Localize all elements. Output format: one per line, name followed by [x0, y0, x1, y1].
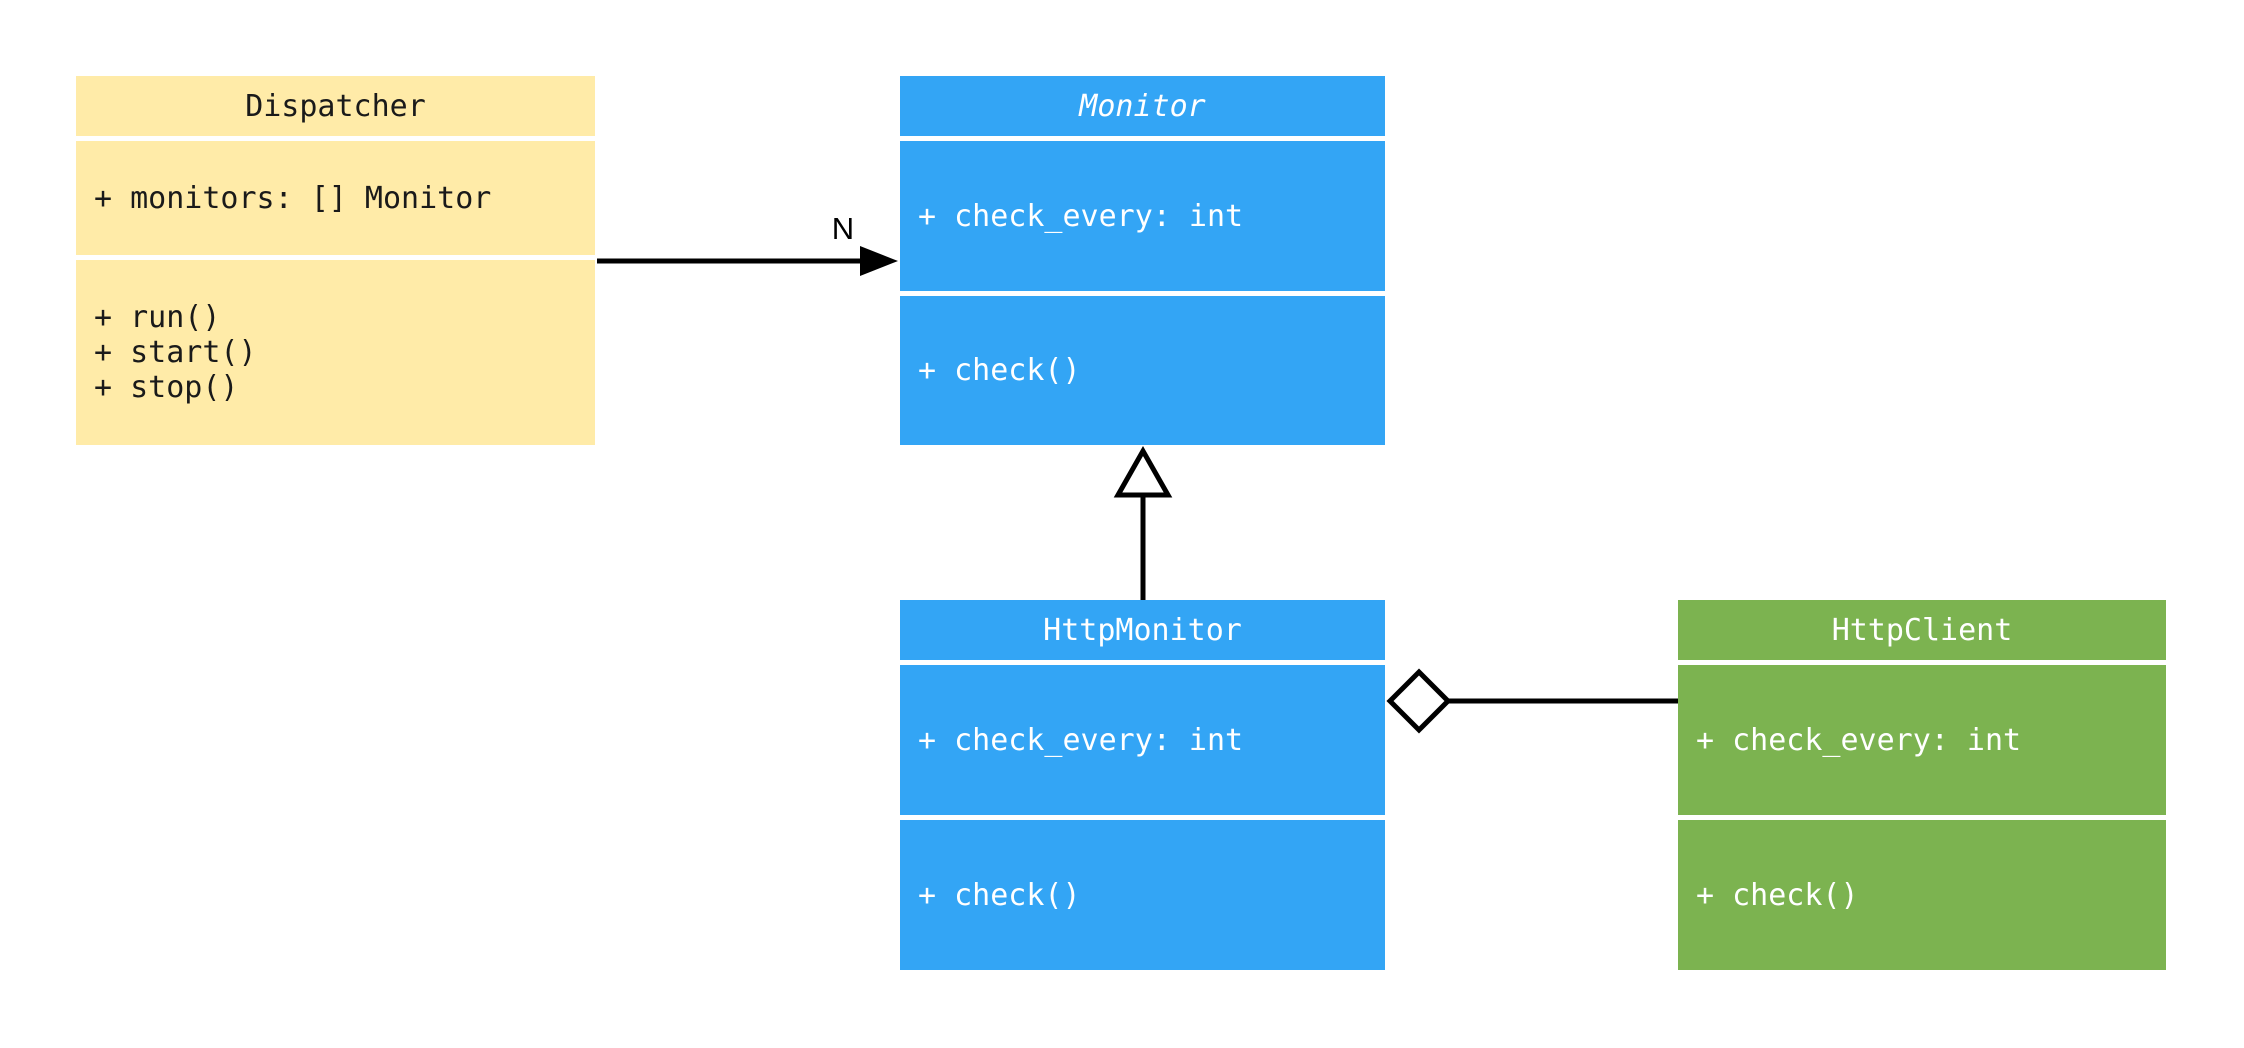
- class-title-http-client: HttpClient: [1678, 600, 2166, 660]
- methods-section-monitor: + check(): [900, 296, 1385, 445]
- multiplicity-label: N: [831, 211, 855, 246]
- method-line: + stop(): [94, 370, 239, 405]
- method-line: + check(): [1696, 877, 1859, 913]
- attributes-section-http-client: + check_every: int: [1678, 665, 2166, 815]
- method-line: + check(): [918, 877, 1081, 913]
- method-line: + run(): [94, 300, 221, 335]
- attribute-line: + check_every: int: [918, 198, 1244, 234]
- methods-section-dispatcher: + run() + start() + stop(): [76, 260, 595, 445]
- class-box-dispatcher: Dispatcher + monitors: [] Monitor + run(…: [76, 76, 595, 445]
- association-arrowhead: [860, 246, 898, 276]
- attributes-section-http-monitor: + check_every: int: [900, 665, 1385, 815]
- aggregation-diamond: [1386, 668, 1452, 734]
- attribute-line: + check_every: int: [1696, 722, 2022, 758]
- class-box-http-monitor: HttpMonitor + check_every: int + check(): [900, 600, 1385, 970]
- methods-section-http-client: + check(): [1678, 820, 2166, 970]
- attributes-section-monitor: + check_every: int: [900, 141, 1385, 291]
- method-line: + check(): [918, 353, 1081, 388]
- inheritance-triangle: [1113, 445, 1173, 498]
- attributes-section-dispatcher: + monitors: [] Monitor: [76, 141, 595, 255]
- class-box-monitor: Monitor + check_every: int + check(): [900, 76, 1385, 445]
- class-box-http-client: HttpClient + check_every: int + check(): [1678, 600, 2166, 970]
- class-title-monitor: Monitor: [900, 76, 1385, 136]
- method-line: + start(): [94, 335, 257, 370]
- attribute-line: + monitors: [] Monitor: [94, 180, 492, 216]
- attribute-line: + check_every: int: [918, 722, 1244, 758]
- methods-section-http-monitor: + check(): [900, 820, 1385, 970]
- class-title-http-monitor: HttpMonitor: [900, 600, 1385, 660]
- class-title-dispatcher: Dispatcher: [76, 76, 595, 136]
